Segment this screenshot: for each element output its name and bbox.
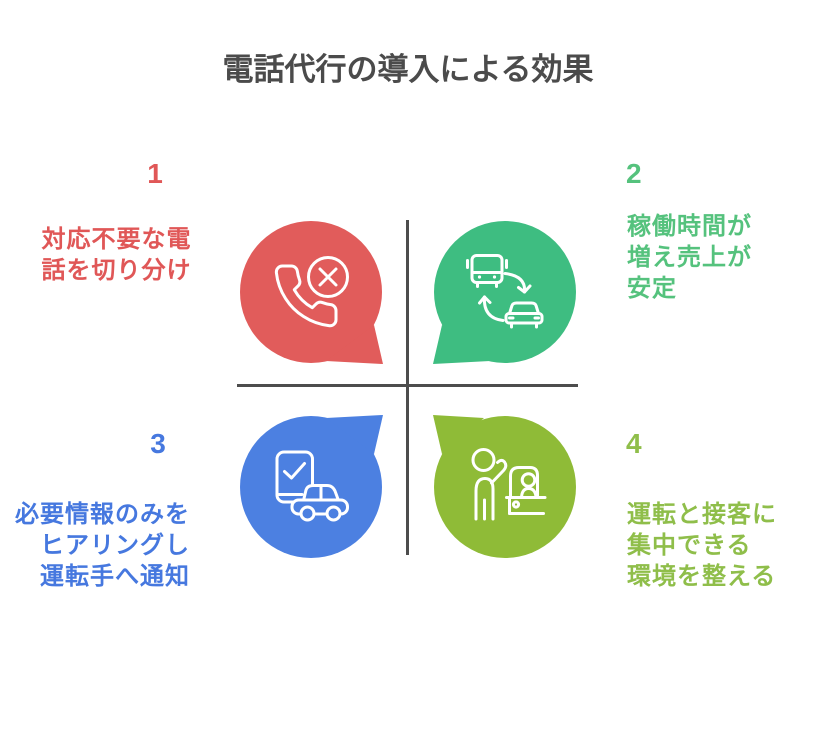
label-line: 集中できる: [627, 532, 752, 559]
speech-bubble-2: [433, 221, 576, 364]
door-handle: [511, 500, 521, 509]
speech-bubble-4: [433, 415, 576, 558]
bus-car-cycle-icon: [466, 254, 544, 329]
label-line: 必要情報のみを: [15, 501, 190, 528]
speech-bubble-2-shape: [433, 221, 576, 364]
label-line: 対応不要な電: [41, 226, 192, 253]
quadrant-4-number: 4: [626, 428, 642, 459]
quadrant-2-label: 稼働時間が 増え売上が 安定: [627, 211, 807, 304]
label-line: 安定: [627, 275, 677, 302]
passenger-hailing-driver-icon: [471, 448, 547, 521]
phone-call-rejected-icon: [274, 256, 349, 328]
check-mark: [283, 462, 306, 480]
car-side-icon: [290, 484, 349, 522]
label-line: 運転と接客に: [627, 501, 777, 528]
speech-bubble-1-shape: [240, 221, 383, 364]
quadrant-2-number: 2: [626, 158, 642, 189]
label-line: 増え売上が: [627, 244, 752, 271]
label-line: 稼働時間が: [627, 213, 752, 240]
speech-bubble-1: [240, 221, 383, 364]
quadrant-3-number: 3: [150, 428, 166, 459]
horizontal-divider-line: [237, 384, 578, 387]
car-with-driver-icon: [505, 466, 547, 515]
driver-head: [520, 472, 537, 488]
bus-icon: [466, 254, 508, 288]
quadrant-3-label: 必要情報のみを ヒアリングし 運転手へ通知: [10, 499, 190, 592]
label-line: 運転手へ通知: [40, 563, 190, 590]
car-front-icon: [504, 301, 544, 329]
reject-circle: [307, 256, 349, 298]
x-mark: [318, 267, 338, 287]
raised-arm: [490, 458, 508, 485]
label-line: ヒアリングし: [40, 532, 190, 559]
page-title: 電話代行の導入による効果: [222, 52, 594, 87]
label-line: 話を切り分け: [41, 257, 192, 284]
quadrant-1-label: 対応不要な電 話を切り分け: [28, 224, 205, 286]
label-line: 環境を整える: [627, 563, 777, 590]
quadrant-4-label: 運転と接客に 集中できる 環境を整える: [627, 499, 812, 592]
speech-bubble-4-shape: [433, 415, 576, 558]
cycle-arrows: [478, 272, 532, 322]
phone-check-and-car-icon: [275, 450, 349, 522]
quadrant-1-number: 1: [147, 158, 163, 189]
vertical-divider-line: [406, 220, 409, 555]
speech-bubble-3: [240, 415, 383, 558]
person-icon: [471, 448, 508, 521]
